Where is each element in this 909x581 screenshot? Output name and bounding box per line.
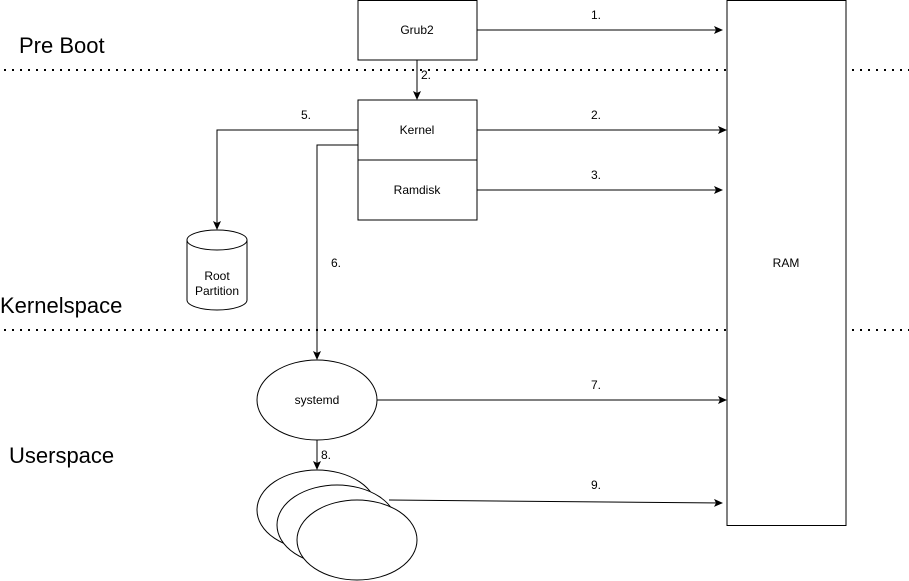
edge-6-label: 6. (331, 256, 341, 270)
edge-5-label: 5. (301, 108, 311, 122)
grub-label: Grub2 (400, 23, 434, 37)
edge-9 (388, 498, 723, 507)
process-node[interactable] (296, 499, 418, 581)
edge-3-label: 3. (591, 168, 601, 182)
section-preboot: Pre Boot (19, 33, 105, 58)
edge-2b-label: 2. (591, 108, 601, 122)
root-label-1: Root (204, 269, 230, 283)
ramdisk-node[interactable] (357, 159, 478, 221)
edge-2a-label: 2. (421, 68, 431, 82)
edge-1-label: 1. (591, 8, 601, 22)
root-label-2: Partition (195, 284, 239, 298)
section-userspace: Userspace (9, 443, 114, 468)
edge-9-label: 9. (591, 478, 601, 492)
ramdisk-label: Ramdisk (394, 183, 442, 197)
edge-5 (213, 129, 358, 230)
kernel-label: Kernel (400, 123, 435, 137)
root-partition-node[interactable] (186, 229, 248, 311)
edge-7-label: 7. (591, 378, 601, 392)
grub-node[interactable] (357, 0, 478, 61)
ram-label: RAM (773, 256, 800, 270)
ram-node[interactable] (726, 0, 847, 526)
kernel-node[interactable] (357, 99, 478, 161)
systemd-label: systemd (295, 393, 340, 407)
section-kernelspace: Kernelspace (0, 293, 122, 318)
edge-6 (313, 144, 358, 360)
edge-8-label: 8. (321, 448, 331, 462)
